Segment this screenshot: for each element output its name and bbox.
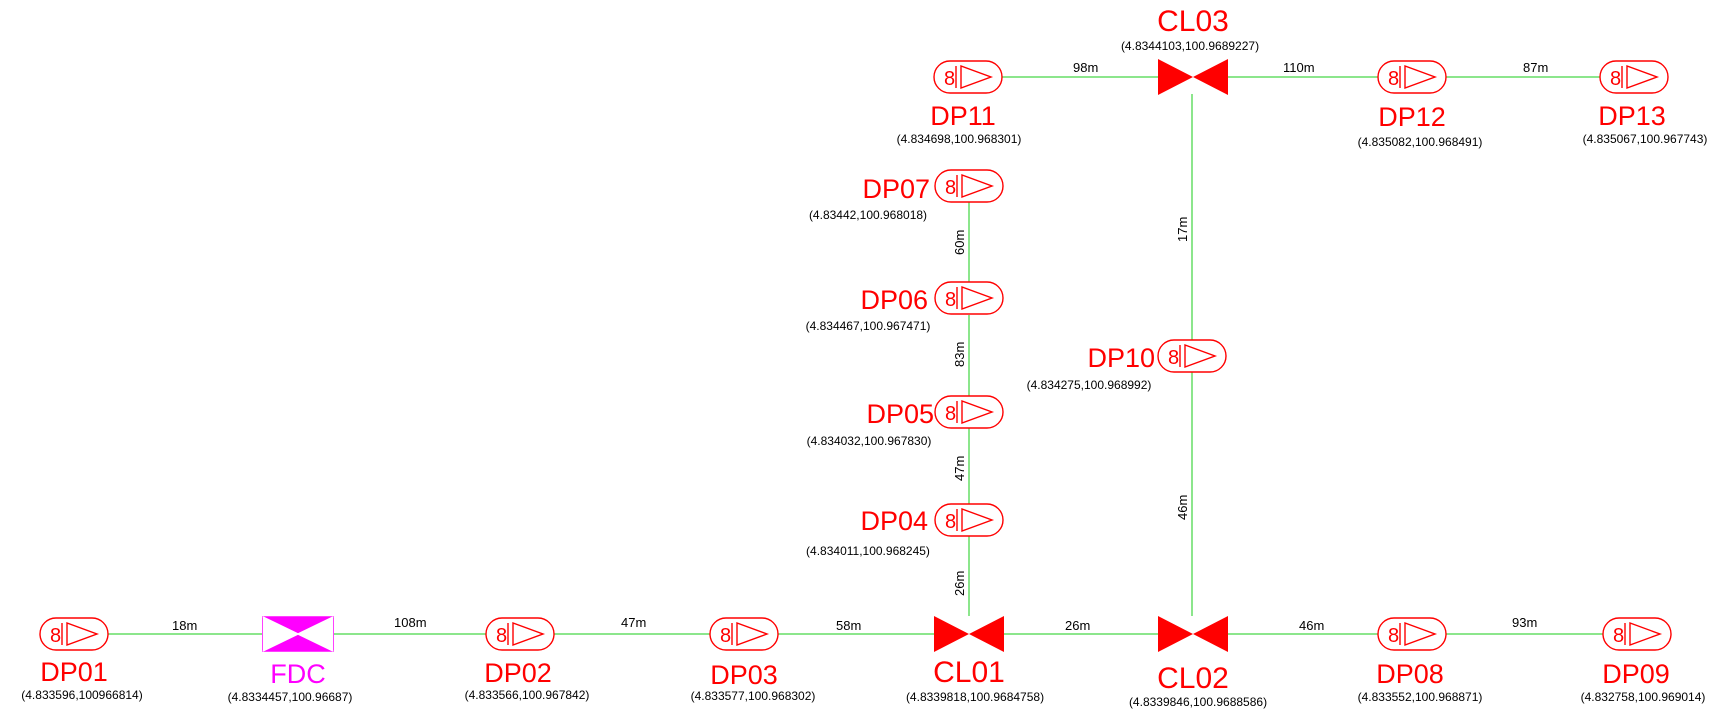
node-dp11[interactable]: DP11 (4.834698,100.968301) <box>897 60 1022 146</box>
node-coordinates: (4.8339846,100.9688586) <box>1129 695 1267 709</box>
node-coordinates: (4.834275,100.968992) <box>1027 378 1152 392</box>
distance-cl01-cl02: 26m <box>1065 618 1090 633</box>
distance-dp11-cl03: 98m <box>1073 60 1098 75</box>
distance-labels: 18m 108m 47m 58m 26m 46m 93m 26m 47m 83m… <box>172 60 1548 633</box>
distance-dp10-cl03: 17m <box>1175 217 1190 242</box>
node-dp09[interactable]: DP09 (4.832758,100.969014) <box>1581 617 1706 704</box>
node-label: DP06 <box>860 285 928 315</box>
node-label: DP07 <box>862 174 930 204</box>
node-dp07[interactable]: DP07 (4.83442,100.968018) <box>809 169 1004 222</box>
node-coordinates: (4.832758,100.969014) <box>1581 690 1706 704</box>
distance-dp04-dp05: 47m <box>952 456 967 481</box>
distribution-point-icon <box>934 169 1004 203</box>
connections <box>108 76 1604 635</box>
node-label: DP13 <box>1598 101 1666 131</box>
distribution-point-icon <box>39 617 109 651</box>
node-dp03[interactable]: DP03 (4.833577,100.968302) <box>691 617 816 703</box>
closure-bowtie-icon <box>934 616 1004 652</box>
node-label: DP04 <box>860 506 928 536</box>
node-coordinates: (4.8334457,100.96687) <box>228 690 353 704</box>
node-label: DP09 <box>1602 659 1670 689</box>
distribution-point-icon <box>485 617 555 651</box>
distribution-point-icon <box>934 281 1004 315</box>
node-coordinates: (4.833577,100.968302) <box>691 689 816 703</box>
node-dp08[interactable]: DP08 (4.833552,100.968871) <box>1358 617 1483 704</box>
distribution-point-icon <box>1602 617 1672 651</box>
distance-dp02-dp03: 47m <box>621 615 646 630</box>
node-dp05[interactable]: DP05 (4.834032,100.967830) <box>807 395 1004 448</box>
node-label: DP01 <box>40 657 108 687</box>
node-label: FDC <box>270 659 326 689</box>
node-label: DP05 <box>866 399 934 429</box>
distribution-point-icon <box>1157 339 1227 373</box>
node-coordinates: (4.833552,100.968871) <box>1358 690 1483 704</box>
distance-cl03-dp12: 110m <box>1283 60 1315 75</box>
node-dp10[interactable]: DP10 (4.834275,100.968992) <box>1027 339 1227 392</box>
node-cl02[interactable]: CL02 (4.8339846,100.9688586) <box>1129 616 1267 709</box>
node-coordinates: (4.834698,100.968301) <box>897 132 1022 146</box>
distance-dp03-cl01: 58m <box>836 618 861 633</box>
node-fdc[interactable]: FDC (4.8334457,100.96687) <box>228 616 353 704</box>
distribution-point-icon <box>1377 60 1447 94</box>
distance-fdc-dp02: 108m <box>394 615 427 630</box>
node-dp02[interactable]: DP02 (4.833566,100.967842) <box>465 617 590 702</box>
node-label: CL03 <box>1157 5 1229 38</box>
distance-dp08-dp09: 93m <box>1512 615 1537 630</box>
distance-cl01-dp04: 26m <box>952 571 967 596</box>
node-coordinates: (4.833566,100.967842) <box>465 688 590 702</box>
node-coordinates: (4.8339818,100.9684758) <box>906 690 1044 704</box>
closure-bowtie-icon <box>1158 616 1228 652</box>
node-coordinates: (4.834011,100.968245) <box>806 544 930 558</box>
distance-cl02-dp10: 46m <box>1175 495 1190 520</box>
fdc-bowtie-icon <box>262 616 334 652</box>
distance-dp06-dp07: 60m <box>952 230 967 255</box>
distance-dp01-fdc: 18m <box>172 618 197 633</box>
node-label: DP02 <box>484 658 552 688</box>
distribution-point-icon <box>934 395 1004 429</box>
distribution-point-icon <box>1599 60 1669 94</box>
node-dp04[interactable]: DP04 (4.834011,100.968245) <box>806 503 1004 558</box>
node-label: CL02 <box>1157 662 1229 695</box>
node-coordinates: (4.8344103,100.9689227) <box>1121 39 1259 53</box>
node-dp13[interactable]: DP13 (4.835067,100.967743) <box>1583 60 1708 146</box>
node-dp01[interactable]: DP01 (4.833596,100966814) <box>21 617 143 702</box>
node-cl03[interactable]: CL03 (4.8344103,100.9689227) <box>1121 5 1259 95</box>
distance-cl02-dp08: 46m <box>1299 618 1324 633</box>
distance-dp05-dp06: 83m <box>952 342 967 367</box>
node-coordinates: (4.83442,100.968018) <box>809 208 927 222</box>
node-label: DP10 <box>1087 343 1155 373</box>
node-coordinates: (4.834032,100.967830) <box>807 434 932 448</box>
node-dp06[interactable]: DP06 (4.834467,100.967471) <box>806 281 1004 333</box>
node-label: DP03 <box>710 660 778 690</box>
node-label: DP12 <box>1378 102 1446 132</box>
node-coordinates: (4.834467,100.967471) <box>806 319 931 333</box>
distribution-point-icon <box>1377 617 1447 651</box>
closure-bowtie-icon <box>1158 59 1228 95</box>
node-coordinates: (4.835067,100.967743) <box>1583 132 1708 146</box>
node-coordinates: (4.835082,100.968491) <box>1358 135 1483 149</box>
distribution-point-icon <box>934 503 1004 537</box>
distribution-point-icon <box>709 617 779 651</box>
distribution-point-icon <box>933 60 1003 94</box>
node-label: CL01 <box>933 656 1005 689</box>
node-dp12[interactable]: DP12 (4.835082,100.968491) <box>1358 60 1483 149</box>
node-label: DP11 <box>930 101 996 131</box>
node-coordinates: (4.833596,100966814) <box>21 688 142 702</box>
node-label: DP08 <box>1376 659 1444 689</box>
node-cl01[interactable]: CL01 (4.8339818,100.9684758) <box>906 616 1044 704</box>
distance-dp12-dp13: 87m <box>1523 60 1548 75</box>
